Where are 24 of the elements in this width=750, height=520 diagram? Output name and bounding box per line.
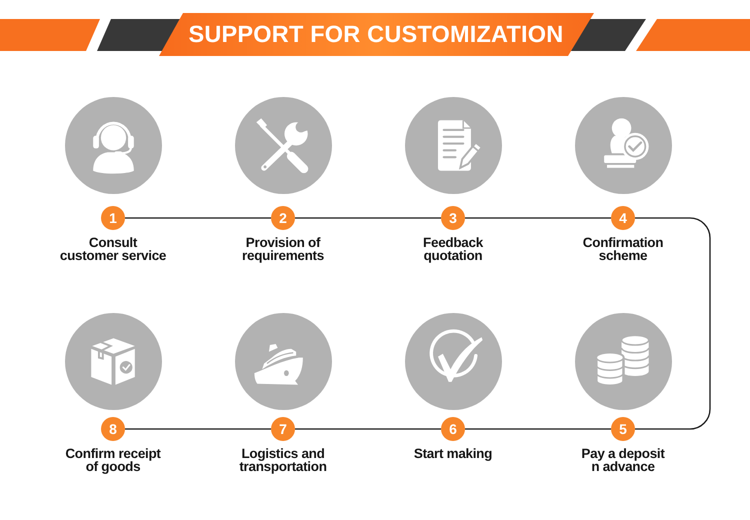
- step-number: 8: [101, 417, 125, 441]
- step-label: Confirmation scheme: [582, 236, 664, 262]
- title: SUPPORT FOR CUSTOMIZATION: [188, 21, 564, 47]
- step-label: Start making: [412, 447, 494, 460]
- connector-line: [465, 428, 611, 430]
- step-label: Provision of requirements: [241, 236, 325, 262]
- step-label: Pay a deposit n advance: [580, 447, 666, 473]
- step-label: Confirm receipt of goods: [64, 447, 162, 473]
- step-number: 5: [611, 417, 635, 441]
- step-label: Consult customer service: [58, 236, 168, 262]
- step-number: 3: [441, 206, 465, 230]
- step-number: 2: [271, 206, 295, 230]
- step-number: 4: [611, 206, 635, 230]
- connector-line: [295, 217, 441, 219]
- connector-line: [125, 217, 271, 219]
- connector-line: [295, 428, 441, 430]
- step-label: Logistics and transportation: [238, 447, 328, 473]
- connector-line: [635, 217, 711, 430]
- step-number: 6: [441, 417, 465, 441]
- step-number: 7: [271, 417, 295, 441]
- step-number: 1: [101, 206, 125, 230]
- connector-line: [465, 217, 611, 219]
- step-label: Feedback quotation: [422, 236, 484, 262]
- connector-line: [125, 428, 271, 430]
